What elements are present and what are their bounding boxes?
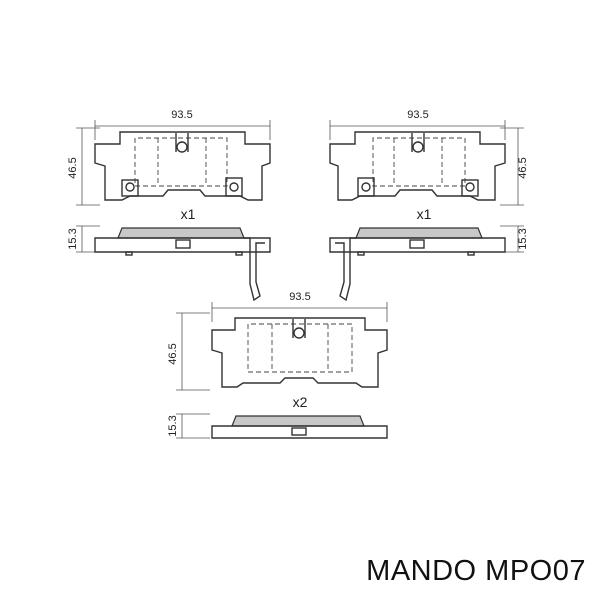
height-dimension-label: 46.5 — [517, 157, 529, 178]
width-dimension-label: 93.5 — [171, 109, 192, 121]
quantity-label: x1 — [417, 206, 432, 222]
pad-bottom-side-view: 15.3 — [167, 413, 388, 439]
backing-plate-side — [94, 237, 271, 253]
wear-indicator-spring — [244, 237, 265, 302]
friction-material — [117, 227, 245, 239]
pad-top-right-front-view — [329, 120, 524, 206]
width-dimension-label: 93.5 — [407, 109, 428, 121]
pad-top-left-front-view: 93.5 46.5 x1 — [67, 109, 271, 222]
friction-material — [231, 415, 365, 427]
width-dimension-label: 93.5 — [289, 291, 310, 303]
height-dimension-label: 46.5 — [67, 157, 79, 178]
pad-top-left-side-view: 15.3 — [67, 225, 271, 302]
thickness-dimension-label: 15.3 — [67, 228, 79, 249]
product-caption: MANDO MPO07 — [366, 555, 586, 587]
quantity-label: x1 — [181, 206, 196, 222]
left-ear — [121, 179, 139, 197]
backing-plate-side — [211, 425, 388, 439]
quantity-label: x2 — [293, 394, 308, 410]
thickness-dimension-label: 15.3 — [517, 228, 529, 249]
thickness-dimension-label: 15.3 — [167, 415, 179, 436]
pad-bottom-front-view: 93.5 46.5 x2 — [167, 291, 388, 410]
pad-top-right-side-view — [329, 225, 524, 302]
height-dimension-label: 46.5 — [167, 343, 179, 364]
backing-plate-outline — [211, 317, 388, 388]
right-ear — [225, 177, 243, 197]
center-hole — [176, 141, 188, 153]
